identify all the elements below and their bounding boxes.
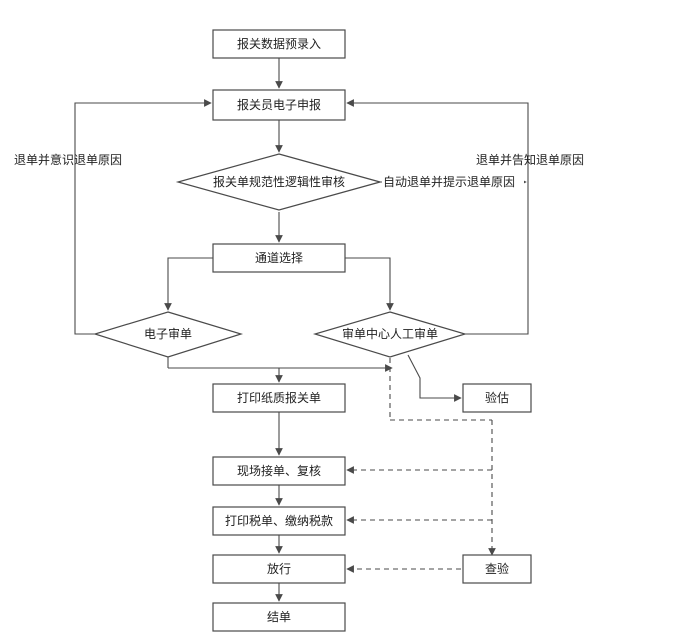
node-manual-review-label: 审单中心人工审单 bbox=[342, 326, 438, 341]
node-pre-entry: 报关数据预录入 bbox=[212, 29, 346, 59]
node-release: 放行 bbox=[212, 554, 346, 584]
node-appraise-label: 验估 bbox=[485, 390, 509, 405]
node-e-declare-label: 报关员电子申报 bbox=[237, 97, 321, 112]
node-pre-entry-label: 报关数据预录入 bbox=[237, 36, 321, 51]
node-tax-label: 打印税单、缴纳税款 bbox=[225, 513, 333, 528]
node-logic-review-label: 报关单规范性逻辑性审核 bbox=[213, 174, 345, 189]
node-channel-label: 通道选择 bbox=[255, 251, 303, 265]
node-logic-review: 报关单规范性逻辑性审核 bbox=[175, 153, 383, 211]
edges bbox=[74, 58, 529, 602]
node-appraise: 验估 bbox=[462, 383, 532, 413]
node-close: 结单 bbox=[212, 602, 346, 632]
edge-channel-to-e-review bbox=[164, 257, 213, 311]
node-manual-review: 审单中心人工审单 bbox=[312, 311, 468, 358]
edge-label-auto-return-bg bbox=[382, 173, 524, 191]
node-onsite-label: 现场接单、复核 bbox=[237, 463, 321, 478]
node-onsite: 现场接单、复核 bbox=[212, 456, 346, 486]
edge-label-left-return: 退单并意识退单原因 bbox=[14, 152, 122, 167]
node-channel: 通道选择 bbox=[212, 243, 346, 273]
edge-manual-review-return bbox=[346, 99, 529, 335]
edge-e-review-return bbox=[74, 99, 212, 335]
node-e-declare: 报关员电子申报 bbox=[212, 89, 346, 121]
node-inspect-label: 查验 bbox=[485, 561, 509, 576]
node-inspect: 查验 bbox=[462, 554, 532, 584]
edge-label-right-return: 退单并告知退单原因 bbox=[476, 153, 584, 167]
node-print-form-label: 打印纸质报关单 bbox=[237, 390, 321, 405]
edge-label-auto-return: 自动退单并提示退单原因 bbox=[383, 174, 515, 189]
edge-channel-to-manual-review bbox=[345, 257, 394, 311]
node-tax: 打印税单、缴纳税款 bbox=[212, 506, 346, 536]
node-close-label: 结单 bbox=[267, 610, 291, 624]
node-print-form: 打印纸质报关单 bbox=[212, 383, 346, 413]
edge-manual-to-appraise bbox=[407, 354, 462, 402]
node-release-label: 放行 bbox=[267, 561, 291, 576]
node-e-review: 电子审单 bbox=[92, 311, 244, 358]
node-e-review-label: 电子审单 bbox=[144, 326, 192, 341]
